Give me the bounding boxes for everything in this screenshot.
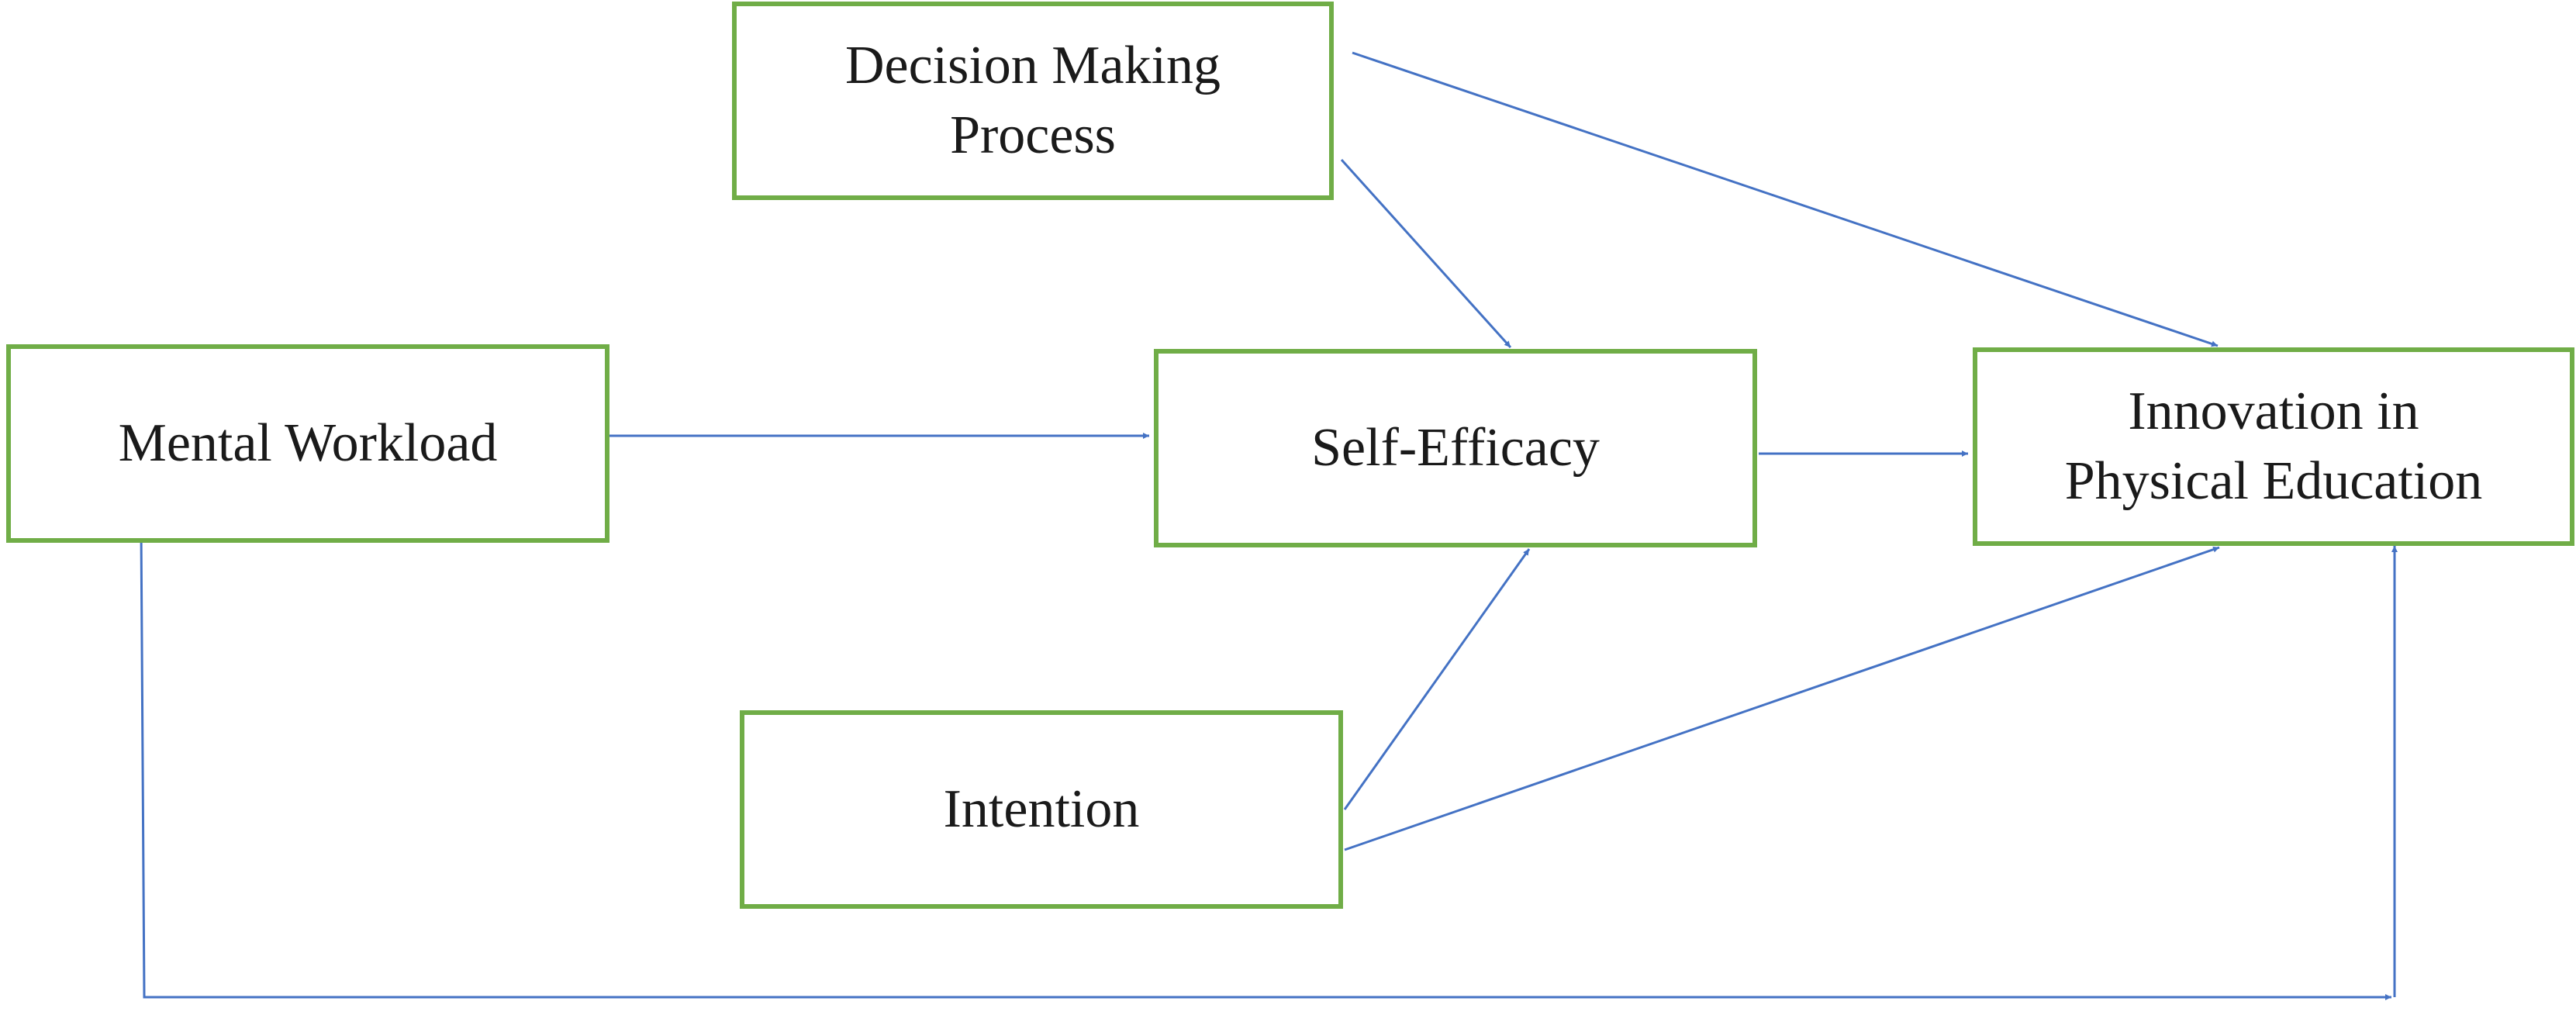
node-label-self-efficacy: Self-Efficacy: [1311, 418, 1600, 478]
node-decision-making-process: Decision Making Process: [732, 2, 1334, 200]
node-innovation-in-physical-education: Innovation in Physical Education: [1973, 347, 2574, 546]
node-label-intention: Intention: [943, 779, 1140, 839]
node-self-efficacy: Self-Efficacy: [1154, 349, 1757, 547]
edge-decision-to-self: [1340, 158, 1512, 349]
node-label-innovation-in-physical-education: Innovation in Physical Education: [2064, 381, 2483, 511]
node-label-decision-making-process: Decision Making Process: [844, 36, 1221, 165]
edge-intent-to-innov: [1344, 546, 2220, 851]
node-label-mental-workload: Mental Workload: [118, 413, 498, 473]
edge-decision-to-innov: [1352, 51, 2219, 347]
edge-mental-to-innov: [140, 526, 2391, 1000]
node-intention: Intention: [740, 710, 1343, 909]
node-mental-workload: Mental Workload: [6, 344, 609, 543]
edge-intent-to-self: [1343, 548, 1531, 810]
